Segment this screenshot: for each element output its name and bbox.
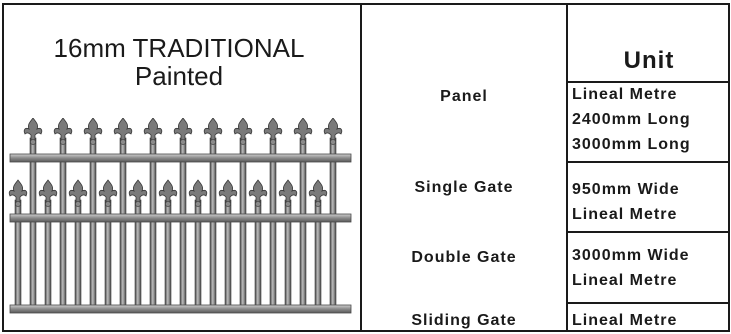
tall-picket-finial-icon [233,118,253,146]
tall-picket-finial-icon [53,118,73,146]
unit-sliding-gate-1: Lineal Metre [572,312,678,329]
column-divider-2 [566,3,568,332]
tall-picket-bar [179,137,187,309]
tall-picket-finial-icon [173,118,193,146]
tall-picket-bar [89,137,97,309]
unit-panel-1: Lineal Metre [572,86,678,103]
short-picket-finial-icon [98,179,118,208]
row-label-panel: Panel [440,88,488,105]
tall-picket-bar [149,137,157,309]
tall-picket-finial-icon [143,118,163,146]
tall-picket-bar [29,137,37,309]
short-picket-finial-icon [38,179,58,208]
tall-picket-finial-icon [203,118,223,146]
short-picket-finial-icon [188,179,208,208]
row-label-single-gate: Single Gate [414,179,514,196]
short-picket-finial-icon [248,179,268,208]
unit-single-gate-1: 950mm Wide [572,181,680,198]
tall-picket-bar [299,137,307,309]
tall-picket-finial-icon [263,118,283,146]
tall-picket-finial-icon [323,118,343,146]
tall-picket-bar [239,137,247,309]
unit-header-divider [568,81,730,83]
short-picket-finial-icon [128,179,148,208]
column-divider-1 [360,3,362,332]
tall-picket-bar [209,137,217,309]
tall-picket-bar [59,137,67,309]
tall-picket-bar [329,137,337,309]
row-divider-1 [568,161,730,163]
short-picket-finial-icon [8,179,28,208]
tall-picket-bar [269,137,277,309]
tall-picket-finial-icon [83,118,103,146]
unit-double-gate-2: Lineal Metre [572,272,678,289]
row-label-double-gate: Double Gate [411,249,517,266]
unit-column-header: Unit [623,47,675,74]
spec-table-frame [2,3,730,332]
unit-single-gate-2: Lineal Metre [572,206,678,223]
unit-panel-3: 3000mm Long [572,136,691,153]
product-finish: Painted [134,61,224,91]
row-label-sliding-gate: Sliding Gate [411,312,517,329]
tall-picket-finial-icon [293,118,313,146]
tall-picket-bar [119,137,127,309]
spear-top-fence-panel-icon [8,118,352,314]
row-divider-3 [568,302,730,304]
unit-double-gate-1: 3000mm Wide [572,247,690,264]
short-picket-finial-icon [218,179,238,208]
tall-picket-finial-icon [113,118,133,146]
tall-picket-finial-icon [23,118,43,146]
short-picket-finial-icon [158,179,178,208]
short-picket-finial-icon [68,179,88,208]
product-title: 16mm TRADITIONAL [53,33,305,63]
short-picket-finial-icon [278,179,298,208]
row-divider-2 [568,231,730,233]
unit-panel-2: 2400mm Long [572,111,691,128]
short-picket-finial-icon [308,179,328,208]
